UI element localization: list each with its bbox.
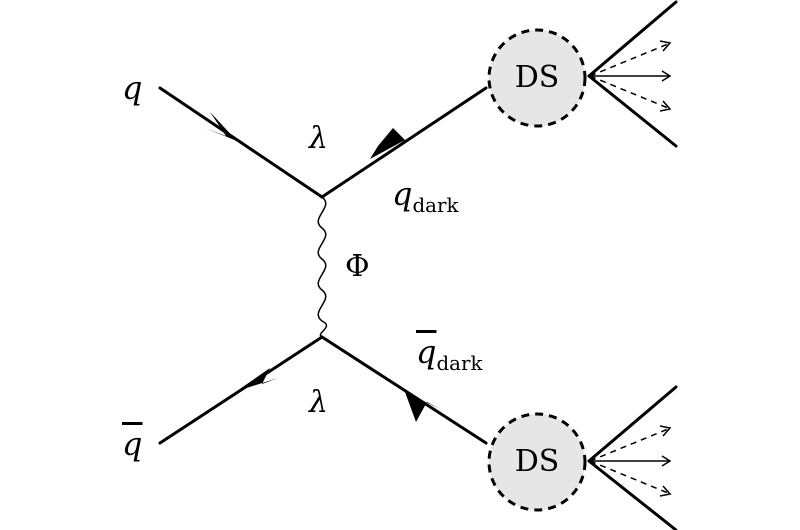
quark-label: q: [122, 69, 143, 107]
bottom-dashed-track-upper: [589, 428, 669, 462]
bottom-jet-upper: [587, 385, 678, 463]
top-arrow-upper: [659, 40, 672, 52]
incoming-quark-arrow: [205, 112, 237, 141]
mediator-label: Φ: [345, 249, 370, 284]
mediator-wavy-line: [317, 196, 328, 338]
dark-shower-label-top: DS: [514, 60, 560, 95]
top-jet-upper: [587, 0, 678, 78]
coupling-label-bottom: λ: [309, 385, 329, 420]
dark-quark-label: qdark: [392, 175, 459, 217]
dark-quark-arrow: [370, 128, 405, 159]
coupling-label-top: λ: [309, 121, 329, 156]
antiquark-arrow: [237, 368, 278, 391]
anti-dark-quark-arrow: [405, 392, 440, 422]
antiquark-label: q: [122, 425, 143, 463]
bottom-arrow-lower: [659, 485, 672, 497]
top-jet-lower: [587, 74, 678, 148]
bottom-arrow-middle: [661, 455, 672, 467]
top-dashed-track-upper: [589, 43, 669, 77]
top-arrow-middle: [661, 70, 672, 82]
anti-dark-quark-label: qdark: [416, 333, 483, 375]
anti-dark-quark-line: [320, 335, 488, 445]
dark-shower-label-bottom: DS: [514, 444, 560, 479]
top-arrow-lower: [659, 100, 672, 112]
top-dashed-track-lower: [589, 75, 669, 109]
dark-shower-blob-bottom: [487, 412, 587, 512]
dark-shower-blob-top: [487, 28, 587, 128]
bottom-dashed-track-lower: [589, 460, 669, 494]
incoming-quark-line: [158, 86, 324, 199]
dark-quark-line: [320, 86, 488, 199]
antiquark-line: [158, 335, 324, 445]
bottom-arrow-upper: [659, 425, 672, 437]
bottom-jet-lower: [587, 459, 678, 530]
